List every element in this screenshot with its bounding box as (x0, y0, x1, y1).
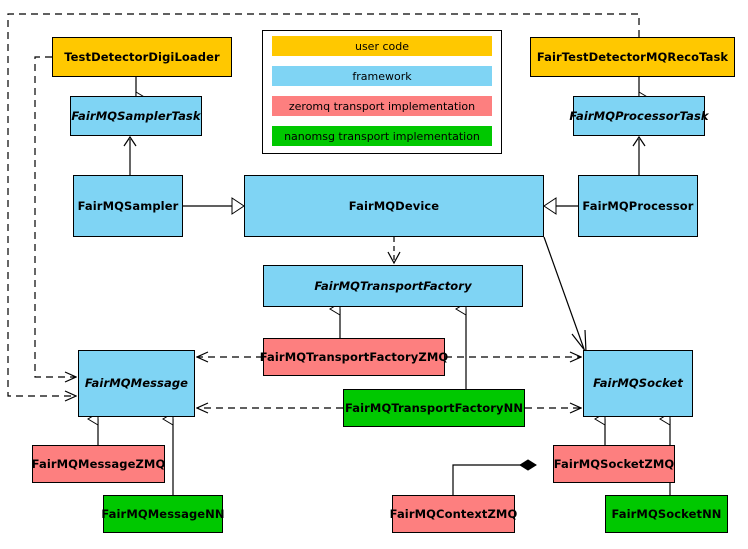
legend-item-nanomsg: nanomsg transport implementation (272, 126, 492, 146)
legend-item-zeromq: zeromq transport implementation (272, 96, 492, 116)
class-node-fairmqsampler[interactable]: FairMQSampler (73, 175, 183, 237)
class-node-fairmqsocket[interactable]: FairMQSocket (583, 350, 693, 417)
legend-item-framework: framework (272, 66, 492, 86)
class-node-fairmqsocketzmq[interactable]: FairMQSocketZMQ (553, 445, 675, 483)
class-node-fairmqmessagenn[interactable]: FairMQMessageNN (101, 495, 225, 533)
edge-device-socket (543, 236, 585, 350)
legend-label-zeromq: zeromq transport implementation (288, 99, 476, 113)
class-node-fairmqtransportfactoryzmq[interactable]: FairMQTransportFactoryZMQ (260, 338, 448, 376)
class-node-fairmqtransportfactorynn[interactable]: FairMQTransportFactoryNN (343, 389, 525, 427)
edge-socketzmq-contextzmq (452, 459, 537, 495)
class-node-fairmqdevice[interactable]: FairMQDevice (244, 175, 544, 237)
class-node-fairtestdetectormqrecotask[interactable]: FairTestDetectorMQRecoTask (530, 37, 735, 77)
class-node-fairmqsamplertask[interactable]: FairMQSamplerTask (70, 96, 202, 136)
legend-label-nanomsg: nanomsg transport implementation (284, 129, 480, 143)
class-node-fairmqprocessortask[interactable]: FairMQProcessorTask (569, 96, 709, 136)
class-node-fairmqcontextzmq[interactable]: FairMQContextZMQ (390, 495, 517, 533)
legend-label-user-code: user code (354, 39, 410, 53)
legend-item-user-code: user code (272, 36, 492, 56)
class-node-testdetectordigiloader[interactable]: TestDetectorDigiLoader (52, 37, 232, 77)
class-node-fairmqmessage[interactable]: FairMQMessage (78, 350, 195, 417)
class-node-fairmqmessagezmq[interactable]: FairMQMessageZMQ (32, 445, 165, 483)
class-node-fairmqprocessor[interactable]: FairMQProcessor (578, 175, 698, 237)
class-node-fairmqsocketnn[interactable]: FairMQSocketNN (605, 495, 728, 533)
legend-label-framework: framework (352, 69, 412, 83)
class-node-fairmqtransportfactory[interactable]: FairMQTransportFactory (263, 265, 523, 307)
